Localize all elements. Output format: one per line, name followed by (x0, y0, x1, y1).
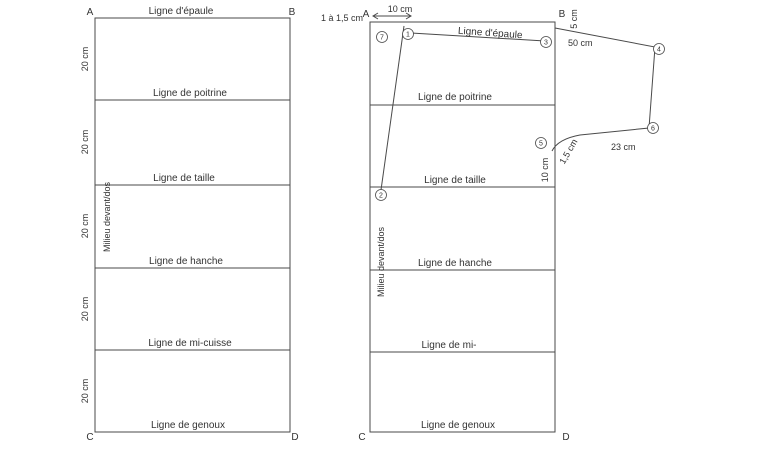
point-marker-4: 4 (653, 43, 665, 55)
point-marker-7: 7 (376, 31, 388, 43)
right-label-hanche: Ligne de hanche (418, 258, 492, 269)
point-circle-6 (647, 122, 659, 134)
right-corner-d: D (562, 432, 569, 443)
point-circle-2 (375, 189, 387, 201)
point-circle-5 (535, 137, 547, 149)
point-marker-1: 1 (402, 28, 414, 40)
arrow-head-right (405, 12, 412, 20)
side-depth-label: 10 cm (540, 158, 550, 183)
point-marker-5: 5 (535, 137, 547, 149)
right-label-taille: Ligne de taille (424, 175, 486, 186)
left-spacing-5: 20 cm (80, 379, 90, 404)
shoulder-offset-label: 10 cm (388, 4, 413, 14)
left-label-poitrine: Ligne de poitrine (153, 88, 227, 99)
left-corner-c: C (86, 432, 93, 443)
left-corner-b: B (289, 7, 296, 18)
point-circle-7 (376, 31, 388, 43)
right-corner-c: C (358, 432, 365, 443)
point-number-6: 6 (651, 126, 655, 133)
left-label-epaule: Ligne d'épaule (149, 6, 214, 17)
left-corner-d: D (291, 432, 298, 443)
right-corner-b: B (559, 9, 566, 20)
point-number-5: 5 (539, 141, 543, 148)
right-label-mi: Ligne de mi- (421, 340, 476, 351)
point-number-2: 2 (379, 193, 383, 200)
point-number-7: 7 (380, 35, 384, 42)
yoke-extension-outline (551, 27, 656, 152)
left-corner-a: A (87, 7, 94, 18)
b-drop-label: 5 cm (569, 9, 579, 29)
left-label-mi-cuisse: Ligne de mi-cuisse (148, 338, 232, 349)
point-number-3: 3 (544, 40, 548, 47)
right-outline (369, 21, 556, 433)
yoke-length-label: 50 cm (568, 38, 593, 48)
point-circle-4 (653, 43, 665, 55)
right-shoulder-slant-line (410, 32, 546, 42)
right-label-poitrine: Ligne de poitrine (418, 92, 492, 103)
point-circle-1 (402, 28, 414, 40)
right-center-slant-line (380, 25, 405, 191)
left-label-genoux: Ligne de genoux (151, 420, 225, 431)
yoke-bottom-label: 23 cm (611, 142, 636, 152)
point-number-4: 4 (657, 47, 661, 54)
right-diagram: A B C D 1 à 1,5 cm 10 cm 5 cm 50 cm 23 c… (321, 4, 665, 443)
point-number-1: 1 (406, 32, 410, 39)
left-center-line-label: Milieu devant/dos (102, 181, 112, 252)
left-spacing-3: 20 cm (80, 214, 90, 239)
point-marker-3: 3 (540, 36, 552, 48)
left-spacing-2: 20 cm (80, 130, 90, 155)
point-circle-3 (540, 36, 552, 48)
right-label-genoux: Ligne de genoux (421, 420, 495, 431)
left-outline (94, 17, 291, 433)
left-label-taille: Ligne de taille (153, 173, 215, 184)
left-label-hanche: Ligne de hanche (149, 256, 223, 267)
right-center-line-label: Milieu devant/dos (376, 226, 386, 297)
point-marker-6: 6 (647, 122, 659, 134)
left-diagram: A B C D Ligne d'épaule Ligne de poitrine… (80, 6, 299, 443)
right-label-epaule: Ligne d'épaule (457, 26, 523, 42)
arrow-head-left (372, 12, 379, 20)
right-corner-a: A (363, 9, 370, 20)
left-spacing-1: 20 cm (80, 47, 90, 72)
neck-drop-label: 1 à 1,5 cm (321, 13, 363, 23)
point-marker-2: 2 (375, 189, 387, 201)
shoulder-offset-arrow (372, 12, 412, 20)
left-spacing-4: 20 cm (80, 297, 90, 322)
